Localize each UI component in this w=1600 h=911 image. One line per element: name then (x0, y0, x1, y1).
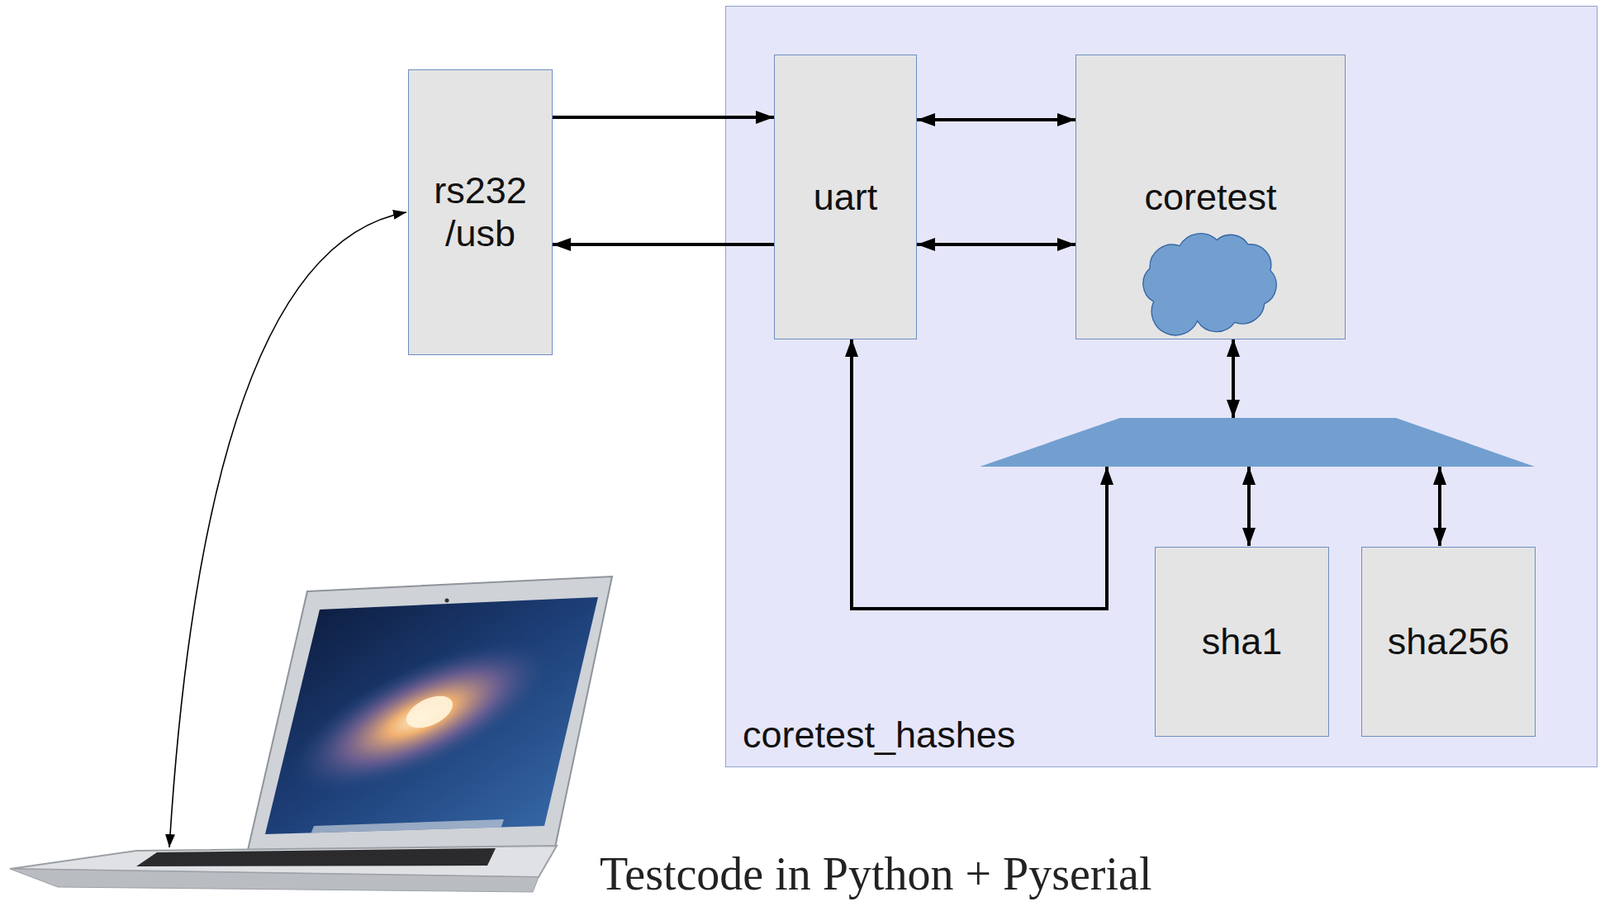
block-label: rs232 /usb (417, 169, 544, 256)
galaxy (273, 612, 570, 822)
laptop-front (9, 868, 539, 893)
signal-arrow (552, 115, 774, 119)
caption: Testcode in Python + Pyserial (599, 848, 1152, 900)
signal-arrow (916, 118, 1076, 122)
group-label: coretest_hashes (742, 713, 1016, 756)
laptop-camera (445, 598, 450, 603)
block-label: sha256 (1387, 620, 1510, 664)
bus-mux (979, 417, 1535, 467)
signal-arrow (916, 242, 1076, 247)
signal-arrow (552, 242, 774, 247)
laptop-keyboard (136, 848, 496, 867)
group-container: coretest_hashes uart coretest sha1 sha256 (725, 5, 1598, 768)
block-box: sha1 (1154, 546, 1330, 737)
laptop-lid (246, 576, 613, 858)
bus-wire (1247, 466, 1251, 546)
debug-wire (851, 338, 1107, 609)
block-box: sha256 (1361, 546, 1536, 737)
block-label: uart (813, 175, 879, 219)
bus-wire (1231, 338, 1235, 418)
block-box: coretest (1075, 54, 1346, 340)
block-box: uart (773, 54, 917, 340)
laptop-screen (265, 597, 599, 835)
block-box: rs232 /usb (408, 69, 553, 356)
laptop-dock (310, 819, 504, 835)
cloud-symbol (1143, 233, 1277, 336)
galaxy-wallpaper (273, 612, 570, 835)
galaxy-core (401, 689, 458, 735)
block-label: sha1 (1201, 620, 1283, 664)
serial-link (169, 212, 407, 848)
block-label: coretest (1144, 175, 1277, 219)
bus-wire (1438, 466, 1442, 546)
